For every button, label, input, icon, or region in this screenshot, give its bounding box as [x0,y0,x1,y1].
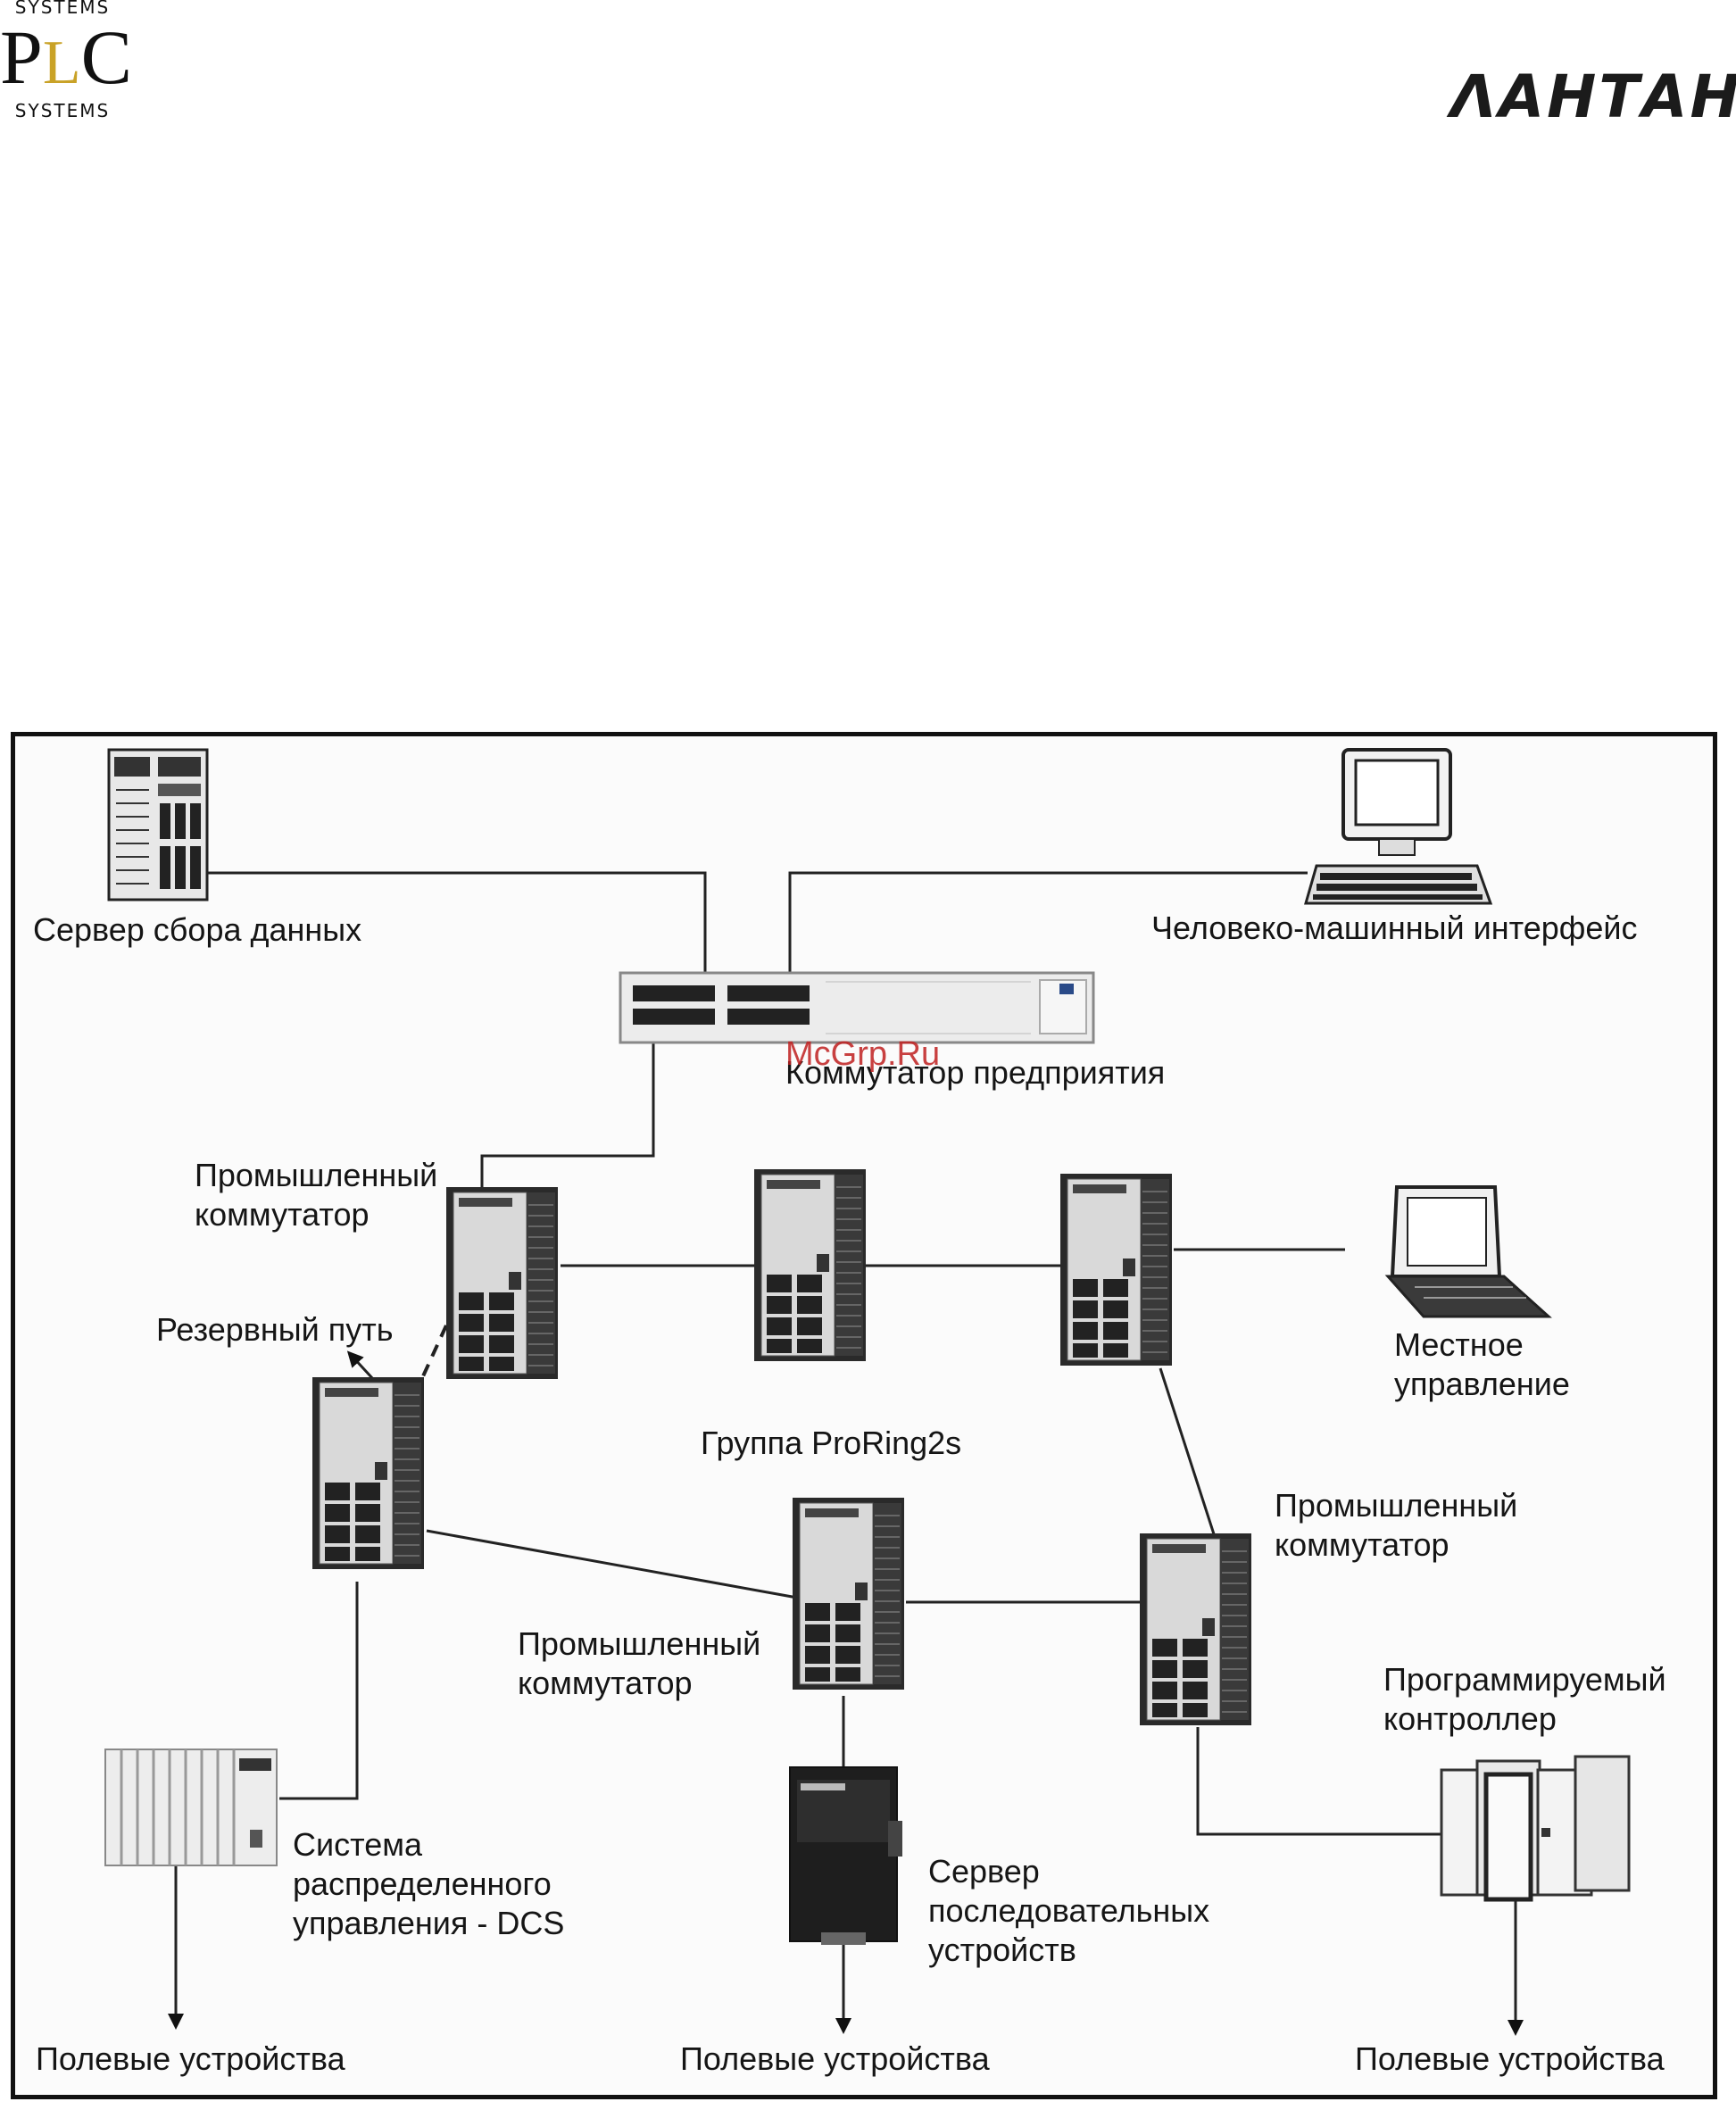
label-line: управление [1394,1366,1570,1402]
logo-bottom-text: SYSTEMS [14,100,111,121]
workstation-icon [1304,748,1493,905]
connection-lines [168,871,1524,2036]
logo-top-text: SYSTEMS [14,0,111,18]
industrial-switch-3-label: Промышленный коммутатор [518,1624,760,1703]
label-line: коммутатор [518,1665,693,1701]
industrial-switch-icon [311,1376,425,1570]
laptop-icon [1384,1185,1552,1318]
industrial-switch-2-label: Промышленный коммутатор [1275,1486,1517,1565]
backup-path-arrow [346,1350,375,1381]
dcs-rack-icon [104,1749,278,1866]
field-devices-2-label: Полевые устройства [680,2040,990,2077]
label-line: последовательных [928,1892,1210,1929]
label-line: Промышленный [195,1157,438,1193]
industrial-switch-icon [1139,1533,1252,1726]
dcs-label: Система распределенного управления - DCS [293,1825,564,1943]
label-line: Программируемый [1383,1661,1666,1698]
label-line: Местное [1394,1326,1524,1363]
watermark: McGrp.Ru [785,1035,941,1073]
label-line: коммутатор [195,1196,370,1233]
backup-path-line [416,1325,448,1389]
proring-group-label: Группа ProRing2s [701,1425,962,1461]
industrial-switch-icon [445,1186,559,1380]
field-devices-3-label: Полевые устройства [1355,2040,1665,2077]
industrial-switch-icon [1059,1173,1173,1367]
label-line: устройств [928,1931,1076,1968]
logo-letter-l: L [42,29,81,97]
data-server-label: Сервер сбора данных [33,911,362,948]
plc-label: Программируемый контроллер [1383,1660,1666,1739]
industrial-switch-icon [792,1497,905,1690]
logo-letter-c: C [80,14,132,100]
label-line: управления - DCS [293,1905,565,1941]
label-line: Промышленный [518,1625,761,1662]
label-line: контроллер [1383,1700,1557,1737]
logo-letter-p: P [0,14,43,100]
label-line: Система [293,1826,422,1863]
serial-server-icon [789,1766,902,1945]
lantan-logo: ΛΑΗΤΑΗ [1450,62,1736,131]
label-line: коммутатор [1275,1526,1449,1563]
rack-switch-icon [619,971,1095,1044]
industrial-switch-1-label: Промышленный коммутатор [195,1156,437,1234]
enterprise-switch-label: Коммутатор предприятия [785,1054,1166,1091]
label-line: Сервер [928,1853,1040,1890]
local-control-label: Местное управление [1394,1325,1570,1404]
server-tower-icon [107,748,209,901]
backup-path-label: Резервный путь [156,1311,394,1348]
plc-cabinet-icon [1440,1755,1631,1902]
industrial-switch-icon [753,1168,867,1362]
hmi-label: Человеко-машинный интерфейс [1151,910,1638,946]
plc-systems-logo: SYSTEMS PLC SYSTEMS [0,0,132,125]
logo-mark: PLC [0,12,132,108]
serial-server-label: Сервер последовательных устройств [928,1852,1209,1970]
field-devices-1-label: Полевые устройства [36,2040,345,2077]
label-line: Промышленный [1275,1487,1518,1524]
label-line: распределенного [293,1865,552,1902]
